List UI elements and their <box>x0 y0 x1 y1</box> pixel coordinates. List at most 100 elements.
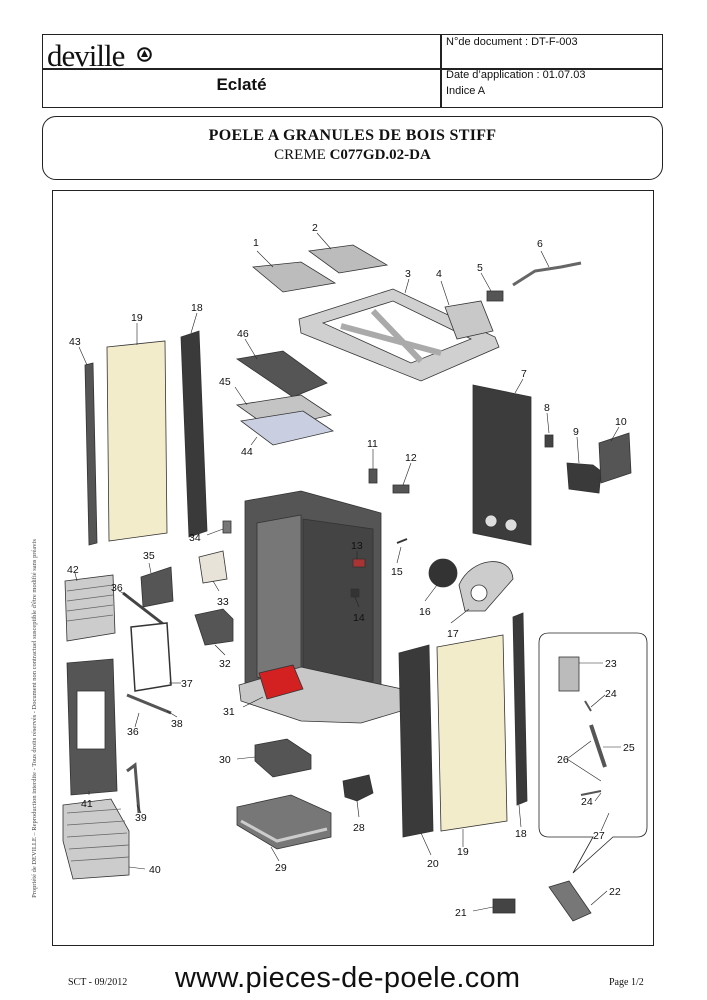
part-28-shape <box>342 774 374 802</box>
part-19-right-shape <box>436 634 508 832</box>
part-16-shape <box>428 558 458 588</box>
part-11-shape <box>368 468 378 484</box>
part-label-29: 29 <box>275 862 287 874</box>
part-30-shape <box>254 738 312 778</box>
part-label-36: 36 <box>111 582 123 594</box>
part-label-8: 8 <box>544 402 550 414</box>
part-label-12: 12 <box>405 452 417 464</box>
part-39-shape <box>126 762 141 814</box>
part-label-37: 37 <box>181 678 193 690</box>
part-label-26: 26 <box>557 754 569 766</box>
part-label-39: 39 <box>135 812 147 824</box>
part-label-2: 2 <box>312 222 318 234</box>
part-label-35: 35 <box>143 550 155 562</box>
part-31-shape <box>258 664 304 700</box>
part-35-shape <box>140 566 174 608</box>
part-8-shape <box>544 434 554 448</box>
part-label-43: 43 <box>69 336 81 348</box>
product-subtitle: CREME C077GD.02-DA <box>43 147 662 164</box>
leader-lines <box>74 232 621 912</box>
part-label-45: 45 <box>219 376 231 388</box>
part-label-28: 28 <box>353 822 365 834</box>
part-label-3: 3 <box>405 268 411 280</box>
part-label-19-right: 19 <box>457 846 469 858</box>
part-label-13: 13 <box>351 540 363 552</box>
part-40-shape <box>62 798 130 880</box>
date-application: Date d’application : 01.07.03 <box>446 69 586 81</box>
part-25-shape <box>589 724 607 768</box>
part-5-shape <box>486 290 504 302</box>
part-label-44: 44 <box>241 446 253 458</box>
part-label-33: 33 <box>217 596 229 608</box>
part-label-7: 7 <box>521 368 527 380</box>
part-23-shape <box>558 656 580 692</box>
part-34-shape <box>222 520 232 534</box>
product-color: CREME <box>274 147 326 163</box>
part-label-21: 21 <box>455 907 467 919</box>
part-label-15: 15 <box>391 566 403 578</box>
footer-page-number: Page 1/2 <box>609 977 644 988</box>
part-label-24-b: 24 <box>581 796 593 808</box>
part-29-shape <box>236 794 332 850</box>
part-19-shape <box>106 340 168 542</box>
part-13-shape <box>352 558 366 568</box>
part-4-shape <box>444 300 494 340</box>
part-38-shape <box>126 693 172 715</box>
part-17-shape <box>458 561 514 612</box>
exploded-diagram-frame: 1 2 3 4 5 6 7 8 9 10 11 12 13 14 15 16 1… <box>52 190 654 946</box>
part-label-25: 25 <box>623 742 635 754</box>
part-label-10: 10 <box>615 416 627 428</box>
part-22-shape <box>548 880 592 922</box>
part-label-40: 40 <box>149 864 161 876</box>
part-15-shape <box>396 538 408 544</box>
part-label-42: 42 <box>67 564 79 576</box>
part-label-23: 23 <box>605 658 617 670</box>
part-label-32: 32 <box>219 658 231 670</box>
part-6-shape <box>512 261 582 287</box>
product-title-box: POELE A GRANULES DE BOIS STIFF CREME C07… <box>42 116 663 180</box>
part-label-41: 41 <box>81 798 93 810</box>
part-21-shape <box>492 898 516 914</box>
part-24-shape <box>580 700 602 796</box>
part-9-shape <box>566 462 602 494</box>
revision-index: Indice A <box>446 85 486 97</box>
part-label-27: 27 <box>593 830 605 842</box>
header-divider-horizontal <box>43 68 662 70</box>
part-label-46: 46 <box>237 328 249 340</box>
part-label-11: 11 <box>367 438 378 450</box>
part-label-5: 5 <box>477 262 483 274</box>
detail-callout <box>538 632 648 874</box>
part-label-18: 18 <box>191 302 203 314</box>
part-1-shape <box>252 261 337 293</box>
part-2-shape <box>307 244 389 274</box>
part-label-6: 6 <box>537 238 543 250</box>
part-label-19: 19 <box>131 312 143 324</box>
brand-logo: deville <box>47 38 125 73</box>
part-label-14: 14 <box>353 612 365 624</box>
side-note: Propriété de DEVILLE – Reproduction inte… <box>27 500 41 945</box>
part-label-36-b: 36 <box>127 726 139 738</box>
part-label-31: 31 <box>223 706 235 718</box>
part-32-shape <box>194 608 234 646</box>
part-46-shape <box>235 350 328 398</box>
doc-number: N°de document : DT-F-003 <box>446 36 578 48</box>
part-label-18-right: 18 <box>515 828 527 840</box>
part-label-30: 30 <box>219 754 231 766</box>
part-14-shape <box>350 588 360 598</box>
part-labels: 1 2 3 4 5 6 7 8 9 10 11 12 13 14 15 16 1… <box>67 222 635 919</box>
footer-website-link[interactable]: www.pieces-de-poele.com <box>175 962 521 994</box>
part-33-shape <box>198 550 228 584</box>
product-reference: C077GD.02-DA <box>329 147 431 163</box>
header-divider-vertical <box>440 35 442 107</box>
part-label-4: 4 <box>436 268 442 280</box>
product-title: POELE A GRANULES DE BOIS STIFF <box>208 127 497 144</box>
section-title: Eclaté <box>216 75 267 94</box>
part-label-34: 34 <box>189 532 201 544</box>
part-label-22: 22 <box>609 886 621 898</box>
part-label-16: 16 <box>419 606 431 618</box>
part-label-38: 38 <box>171 718 183 730</box>
part-label-1: 1 <box>253 237 259 249</box>
exploded-diagram: 1 2 3 4 5 6 7 8 9 10 11 12 13 14 15 16 1… <box>62 222 648 922</box>
part-12-shape <box>392 484 410 494</box>
part-43-shape <box>84 362 98 546</box>
